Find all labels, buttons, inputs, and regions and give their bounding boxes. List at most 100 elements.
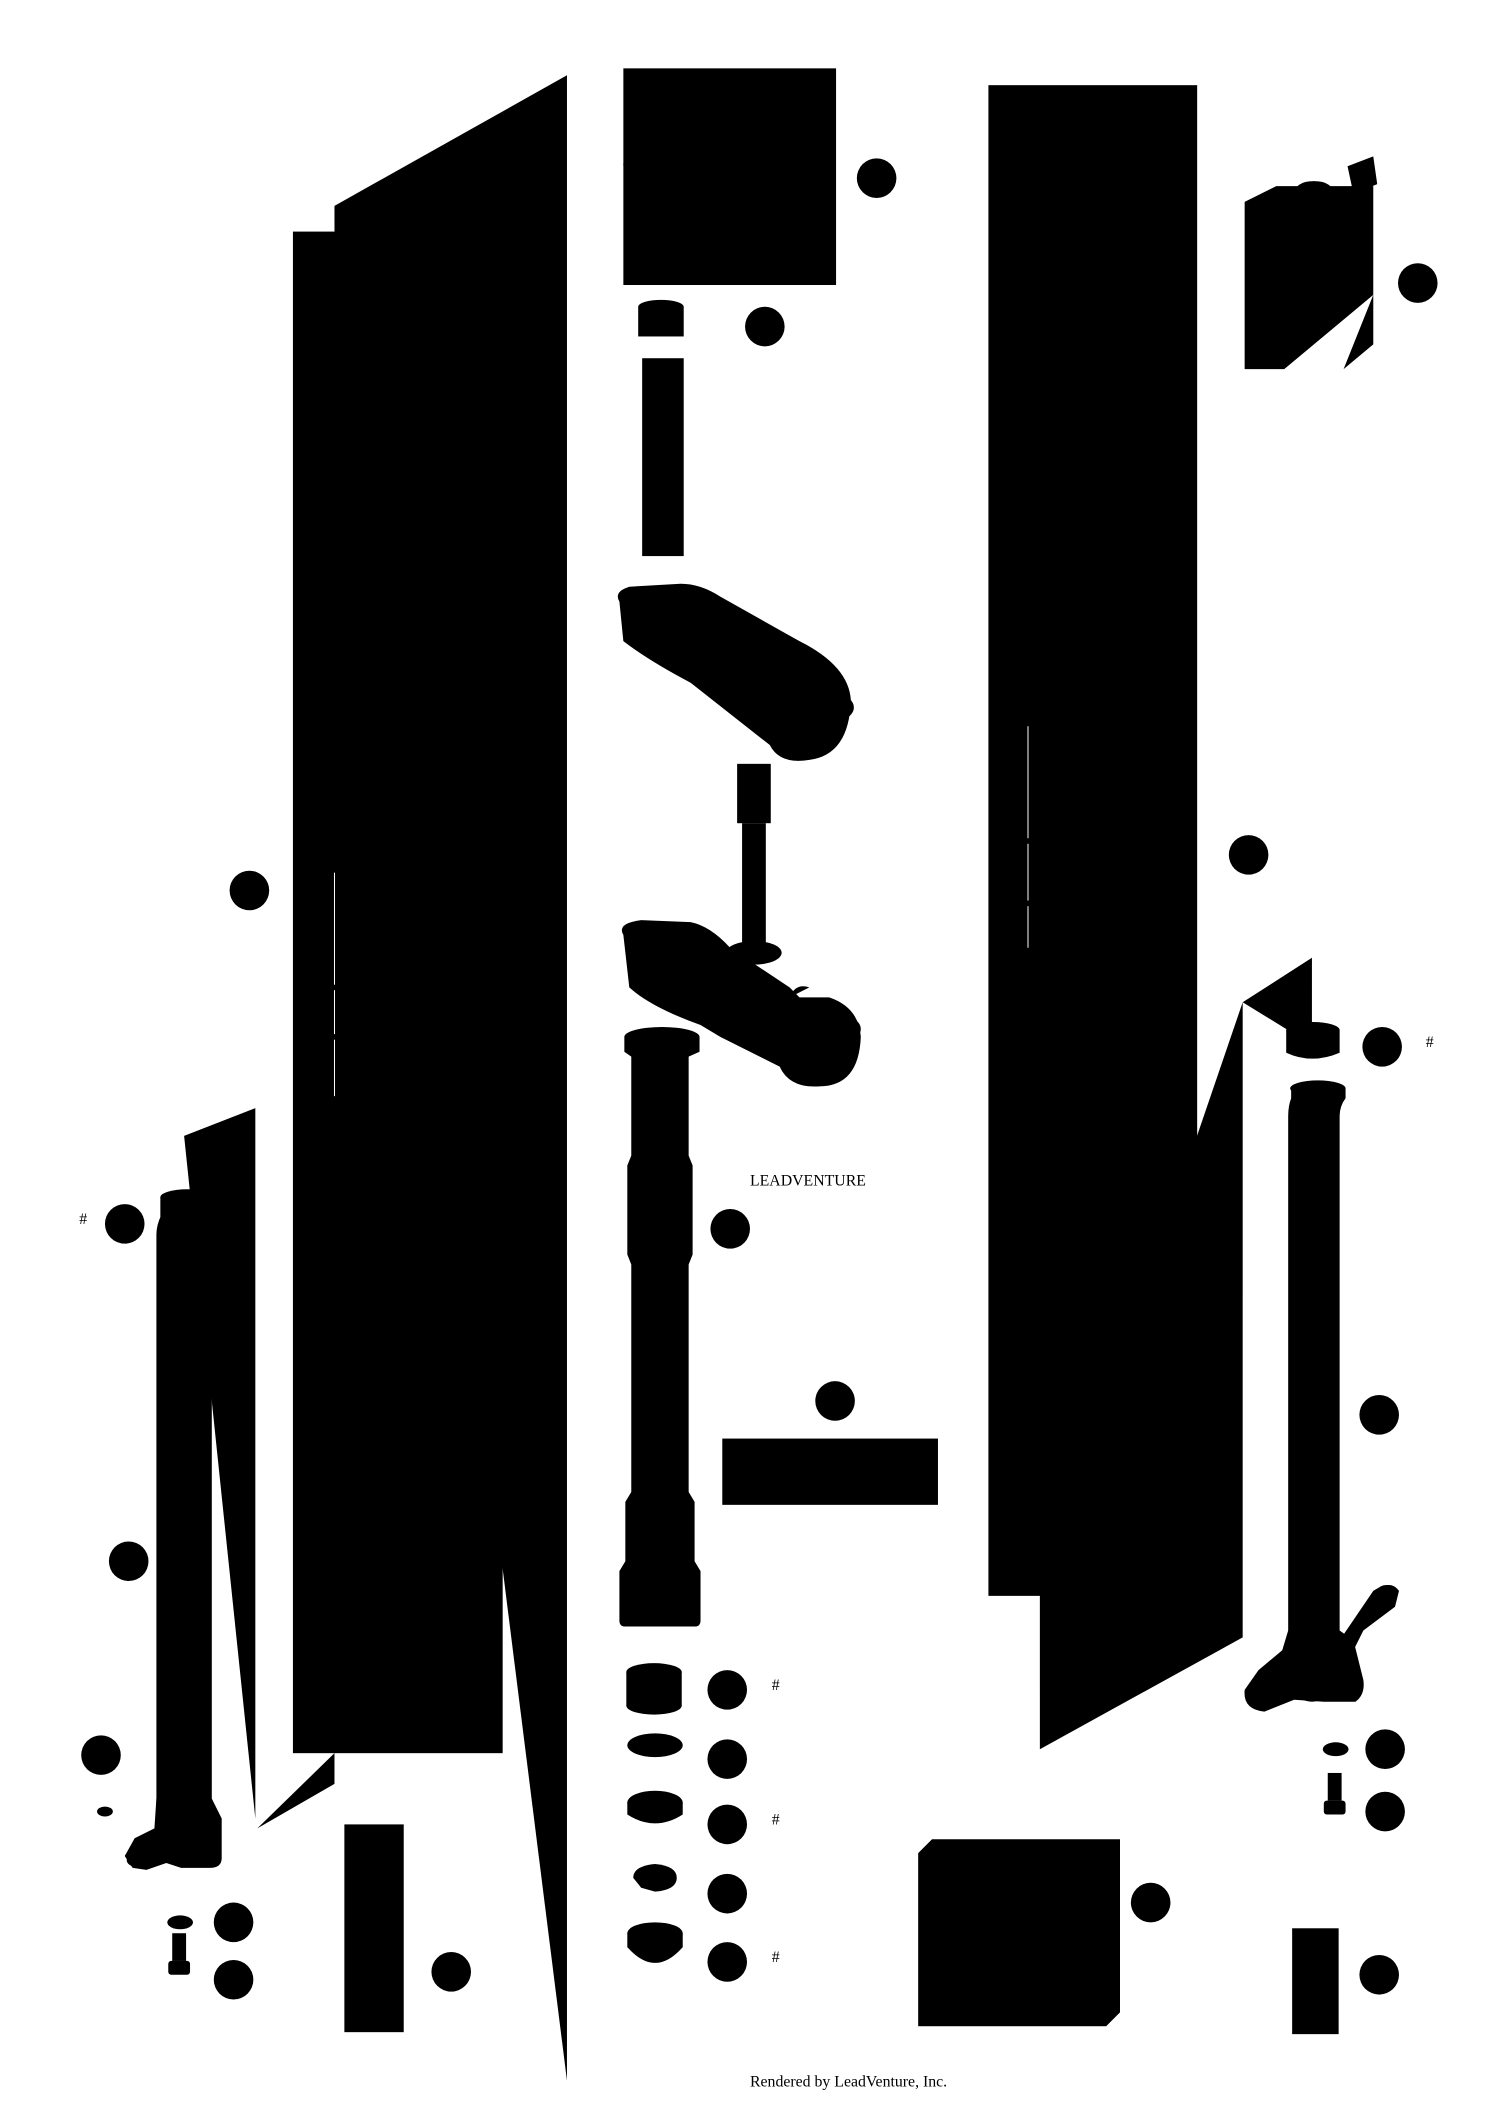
callout-50-left: 50 xyxy=(108,1541,149,1582)
callout-17-left: 17 xyxy=(366,257,406,297)
svg-text:17: 17 xyxy=(1081,120,1097,137)
svg-text:7: 7 xyxy=(398,1448,406,1465)
spring-coil xyxy=(642,387,684,392)
callout-8: 8 xyxy=(367,1353,407,1394)
callout-3-kit2: 3 xyxy=(354,1911,394,1952)
svg-text:13: 13 xyxy=(1142,565,1158,582)
spring-coil xyxy=(642,519,684,524)
part-24-spring-spacer xyxy=(638,299,684,557)
svg-text:46: 46 xyxy=(1385,1736,1401,1753)
spring-coil xyxy=(642,367,684,371)
spring-coil xyxy=(642,415,684,420)
callout-3-kit43: 3 xyxy=(1296,1929,1336,1969)
svg-text:45: 45 xyxy=(448,810,464,827)
part-21-screw xyxy=(668,90,681,127)
part-17-left-cap xyxy=(324,260,347,289)
repair-kit-line1: Reparatur-Kit xyxy=(1012,1875,1100,1892)
spring-coil xyxy=(642,526,684,530)
part-44-damper-rod xyxy=(1022,726,1040,990)
part-40-piston xyxy=(1009,1175,1041,1210)
svg-text:90: 90 xyxy=(1418,270,1434,287)
part-33-right-nut xyxy=(1015,657,1037,675)
part-5-left-oring xyxy=(320,1603,343,1614)
part-46-right-washer xyxy=(1322,1742,1349,1757)
svg-text:50: 50 xyxy=(129,1548,145,1565)
callout-5-right: 5 xyxy=(1063,1446,1104,1487)
callout-33-right: 33 xyxy=(1056,649,1097,689)
callout-3-left: 3 xyxy=(104,1204,145,1244)
svg-text:48: 48 xyxy=(387,1297,403,1314)
callout-29: 29 xyxy=(707,1670,748,1710)
svg-text:38: 38 xyxy=(1082,1028,1098,1045)
part-51-right-outer-tube xyxy=(1244,1080,1399,1712)
callout-5-left: 5 xyxy=(367,1590,407,1631)
callout-14: 14 xyxy=(371,596,411,637)
part-26-circlip xyxy=(633,1863,677,1892)
spring-coil xyxy=(642,360,684,364)
spring-coil xyxy=(642,533,684,537)
part-14-damper-tube xyxy=(309,537,361,788)
spring-coil xyxy=(642,471,684,475)
hash-25: # xyxy=(772,1949,780,1966)
callout-51-right: 51 xyxy=(1359,1395,1399,1435)
hash-22: # xyxy=(767,239,775,256)
callout-29-kit30: 29 xyxy=(809,1452,849,1492)
part-37-outer-tube xyxy=(619,1027,701,1627)
svg-text:25: 25 xyxy=(755,1459,771,1476)
svg-text:15: 15 xyxy=(1083,361,1099,378)
front-fork-exploded-diagram: LEADVENTURE xyxy=(79,68,1438,2091)
callout-1-kit2: 1 xyxy=(354,1844,394,1884)
callout-3-right: 3 xyxy=(1362,1027,1402,1067)
part-36-cartridge-tube xyxy=(1001,386,1051,598)
svg-text:47: 47 xyxy=(234,1967,250,1984)
svg-text:3: 3 xyxy=(1382,1034,1390,1051)
callout-19: 19 xyxy=(856,158,897,198)
svg-text:4: 4 xyxy=(1083,1524,1091,1541)
upper-triple-clamp xyxy=(617,583,854,761)
svg-text:1: 1 xyxy=(101,1742,109,1759)
svg-text:2: 2 xyxy=(451,1959,459,1976)
part-25-dust-seal xyxy=(627,1922,683,1963)
part-48-left-washer xyxy=(320,1300,343,1312)
spring-coil xyxy=(642,491,684,496)
svg-text:14: 14 xyxy=(391,603,407,620)
part-46-left-washer xyxy=(167,1915,194,1930)
spring-coil xyxy=(642,547,684,551)
callout-90: 90 xyxy=(1397,263,1438,303)
svg-text:25: 25 xyxy=(727,1949,743,1966)
svg-text:39: 39 xyxy=(1082,1101,1098,1118)
repair-kit-line4: Parts with xyxy=(1005,1988,1069,2005)
callout-38: 38 xyxy=(1062,1021,1103,1061)
hash-3-left: # xyxy=(79,1211,87,1228)
callout-13-left: 13 xyxy=(441,694,481,735)
svg-text:33: 33 xyxy=(382,810,398,827)
svg-text:5: 5 xyxy=(387,1598,395,1615)
spring-coil xyxy=(642,540,684,544)
svg-text:3: 3 xyxy=(125,1211,133,1228)
svg-text:44: 44 xyxy=(1162,1331,1178,1348)
callout-2: 2 xyxy=(431,1952,472,1992)
ktm-logo: KTM xyxy=(1012,1948,1047,1965)
spring-coil xyxy=(642,429,684,434)
spring-coil xyxy=(642,408,684,413)
part-7-shim-stack xyxy=(323,1425,346,1503)
svg-text:3: 3 xyxy=(374,1918,382,1935)
footer-credit: Rendered by LeadVenture, Inc. xyxy=(750,2074,947,2091)
callout-4-right: 4 xyxy=(1063,1517,1104,1558)
callout-40: 40 xyxy=(1062,1181,1103,1221)
spring-coil xyxy=(642,401,684,406)
part-33-left-nut xyxy=(322,811,345,830)
svg-text:9: 9 xyxy=(382,1236,390,1253)
spring-coil xyxy=(642,380,684,385)
svg-text:27: 27 xyxy=(727,1811,743,1828)
svg-text:28: 28 xyxy=(727,1746,743,1763)
svg-text:51: 51 xyxy=(1379,1402,1395,1419)
part-39-shims xyxy=(1014,1076,1036,1136)
part-9-left-washer xyxy=(315,1237,348,1252)
svg-text:43: 43 xyxy=(1379,1962,1395,1979)
spring-coil xyxy=(642,498,684,503)
part-3-left-bushing xyxy=(160,1189,214,1225)
svg-text:29: 29 xyxy=(727,1677,743,1694)
part-50-left-outer-tube xyxy=(124,1210,222,1870)
callout-46-left: 46 xyxy=(213,1902,254,1943)
